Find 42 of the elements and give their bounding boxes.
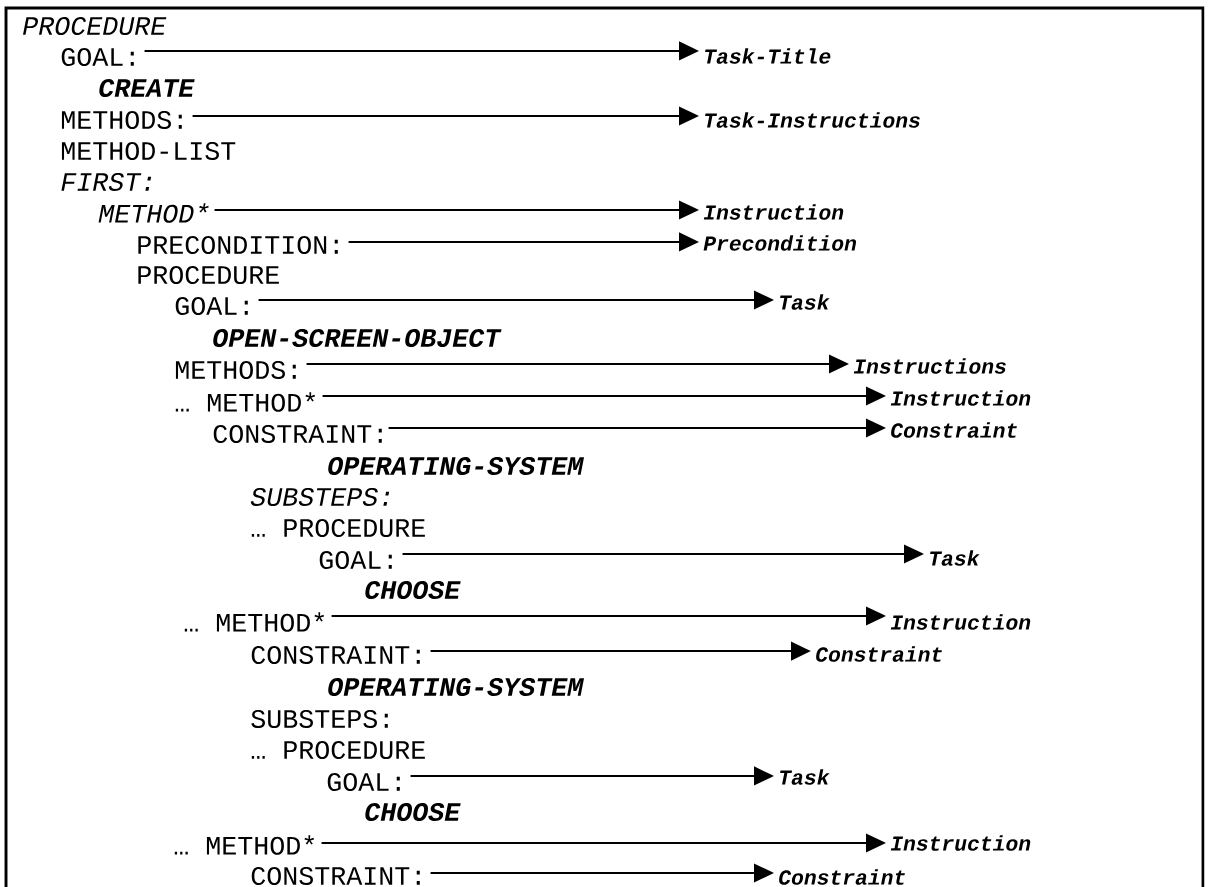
code-keyword: PRECONDITION: [138,235,338,255]
code-keyword: PROCEDURE [23,16,167,36]
code-keyword: … PROCEDURE [251,518,425,538]
target-term: Instruction [890,614,1031,630]
target-term: Instructions [853,358,1006,374]
code-keyword: SUBSTEPS: [250,487,390,507]
code-keyword: … METHOD* [175,392,316,412]
code-keyword: GOAL: [327,772,400,792]
code-keyword: GOAL: [319,550,392,570]
code-keyword: METHOD-LIST [61,141,236,161]
target-term: Task [930,550,980,566]
target-term: Task-Instructions [705,112,920,128]
code-keyword: CHOOSE [365,580,461,600]
code-keyword: CONSTRAINT: [251,866,420,886]
target-term: Task [780,769,830,785]
code-keyword: FIRST: [61,172,152,192]
target-term: Instruction [890,390,1031,406]
code-keyword: PROCEDURE [138,265,279,285]
code-keyword: GOAL: [175,296,248,316]
code-keyword: OPERATING-SYSTEM [328,677,584,697]
code-keyword: METHODS: [61,110,182,130]
target-term: Instruction [890,835,1031,851]
target-term: Instruction [703,204,844,220]
code-keyword: SUBSTEPS: [251,709,388,729]
target-term: Precondition [703,235,857,251]
code-keyword: METHODS: [175,360,296,380]
code-keyword: … PROCEDURE [251,740,425,760]
target-term: Constraint [891,422,1017,438]
code-keyword: OPERATING-SYSTEM [328,456,584,476]
code-keyword: METHOD* [98,203,209,223]
code-keyword: CONSTRAINT: [251,645,420,665]
code-keyword: CREATE [99,78,195,98]
target-term: Constraint [816,646,942,662]
code-keyword: CHOOSE [365,802,461,822]
target-term: Constraint [779,869,905,885]
target-term: Task-Title [705,48,831,64]
code-keyword: GOAL: [61,47,134,67]
code-keyword: CONSTRAINT: [213,424,382,444]
code-keyword: … METHOD* [184,612,325,632]
code-keyword: … METHOD* [174,835,315,855]
code-keyword: OPEN-SCREEN-OBJECT [213,328,502,348]
target-term: Task [780,294,830,310]
